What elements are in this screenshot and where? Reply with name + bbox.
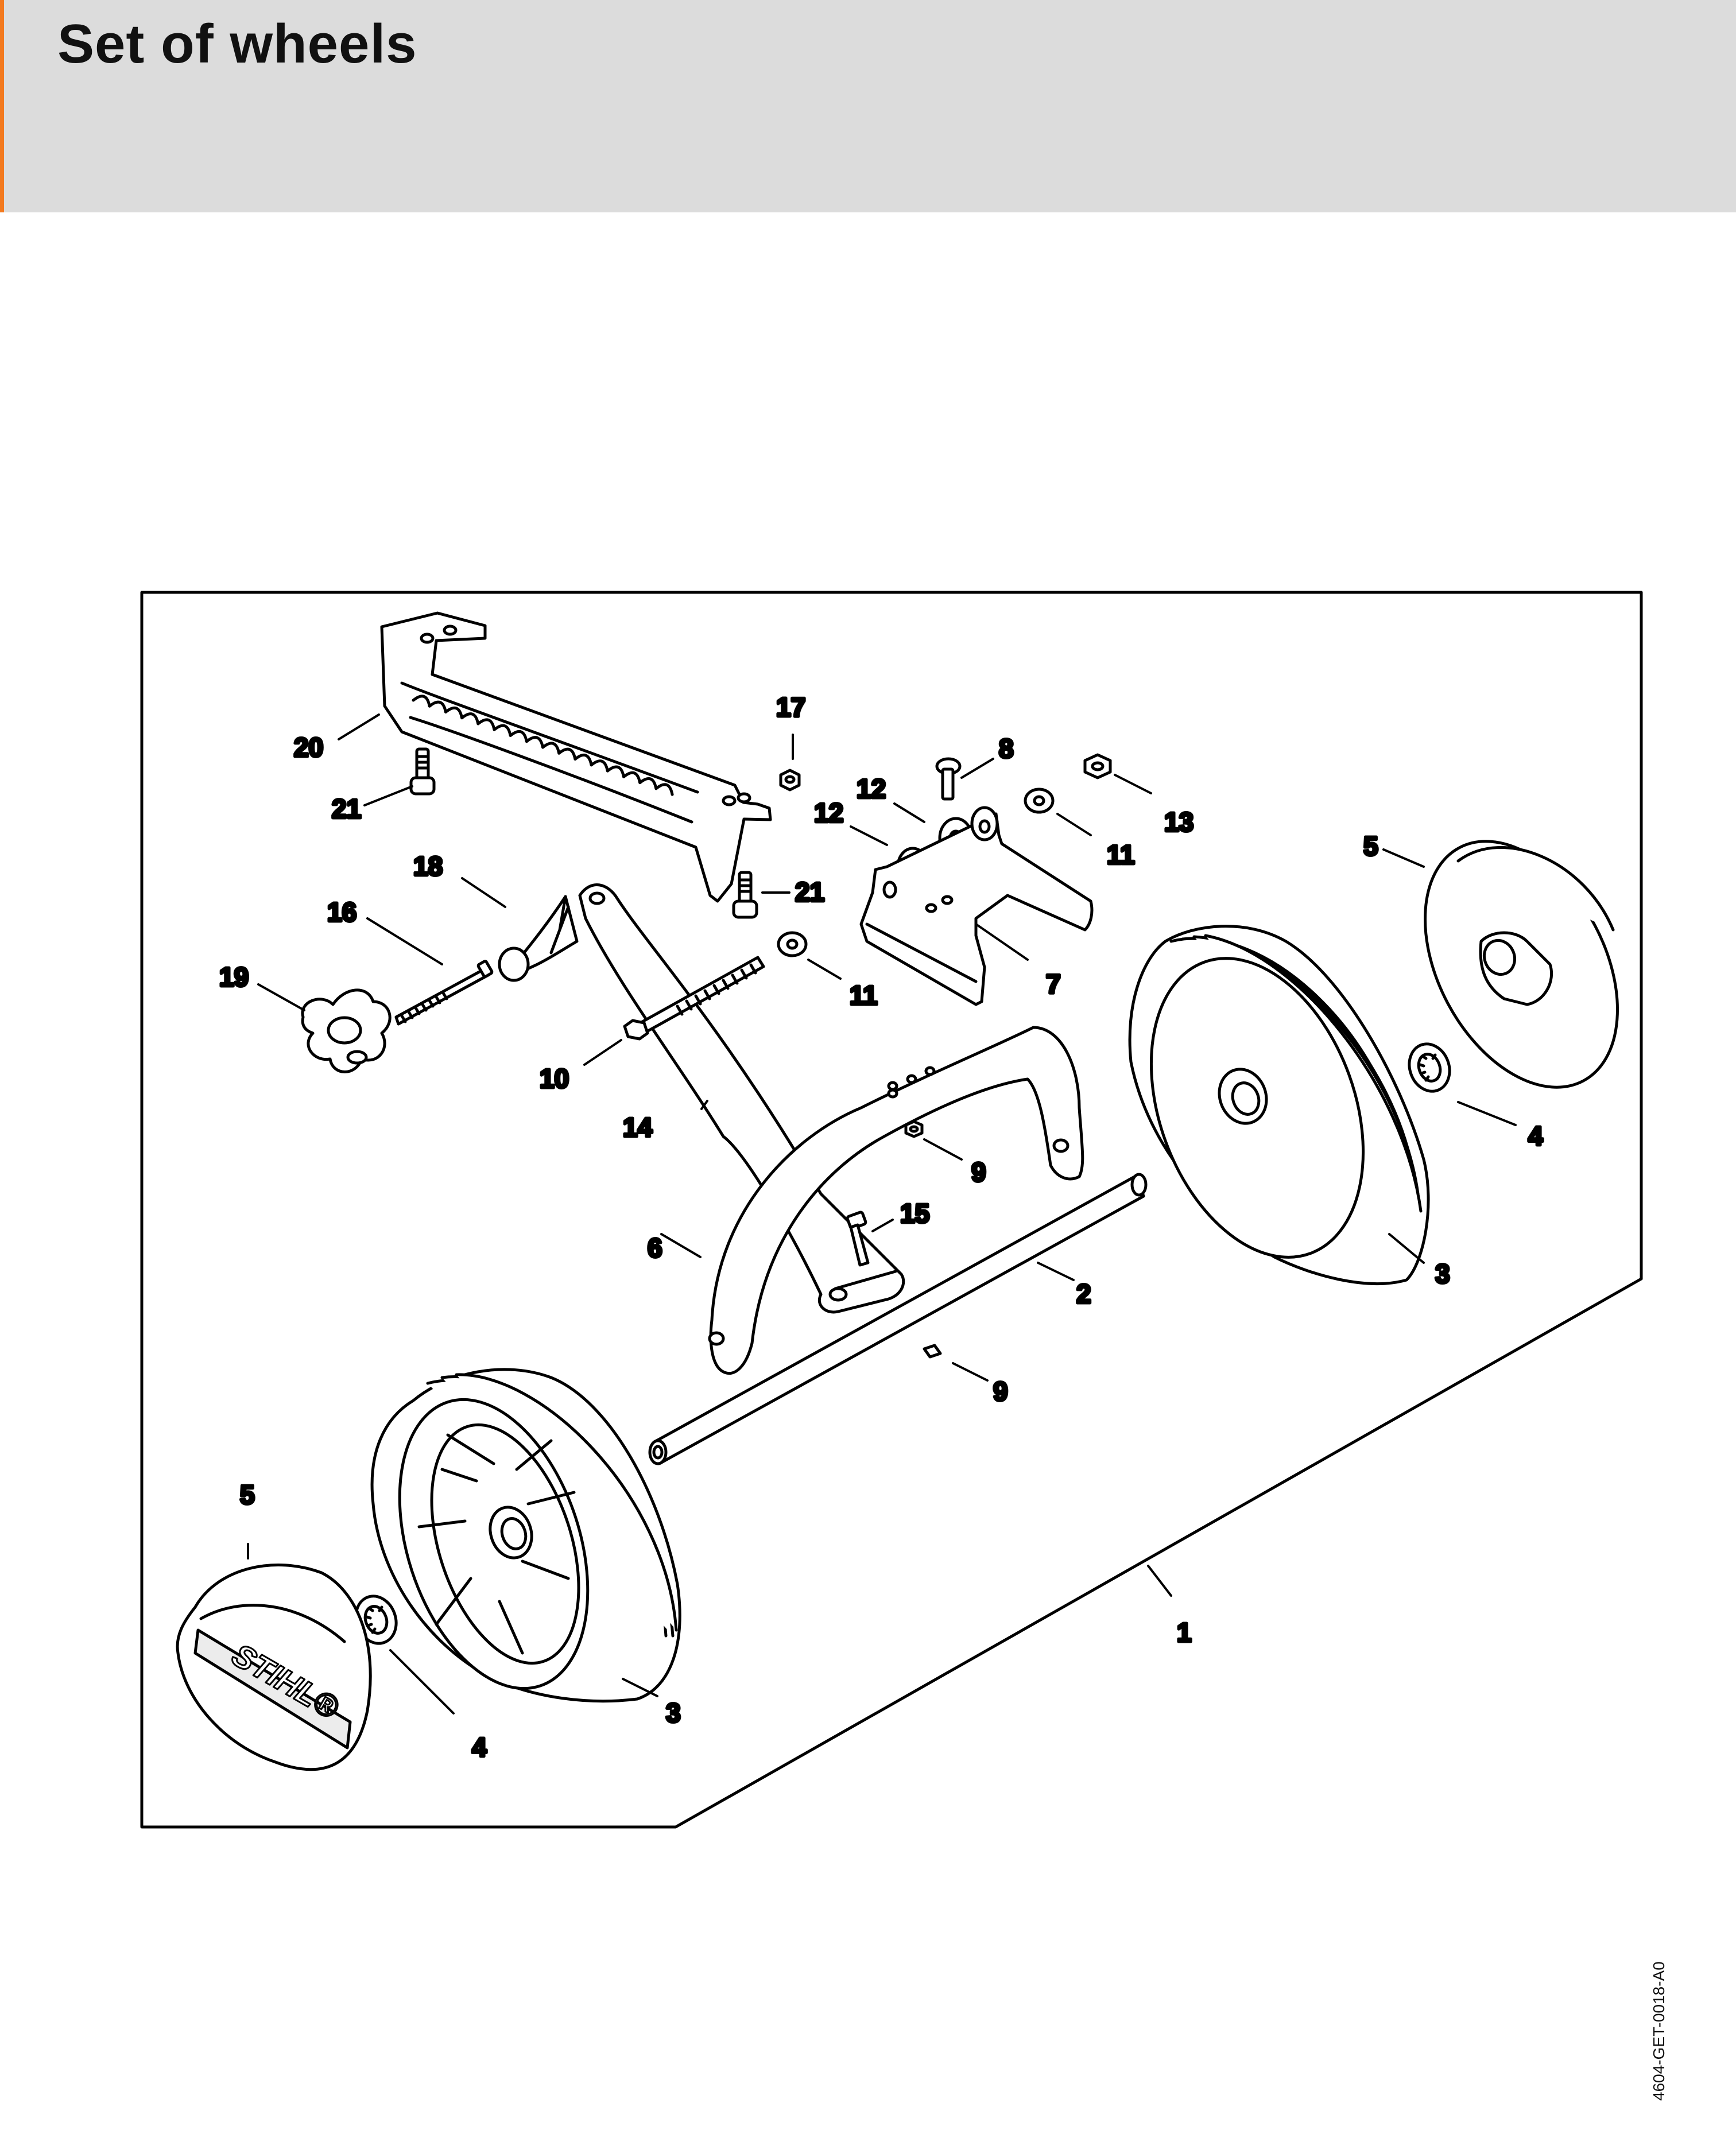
callout-16: 16	[327, 897, 356, 927]
part-wheel-3-right	[1128, 925, 1430, 1285]
callout-8: 8	[999, 734, 1014, 763]
callout-4-right: 4	[1528, 1121, 1543, 1151]
header-bar	[0, 0, 1736, 212]
callout-5-left: 5	[240, 1480, 255, 1510]
part-adjuster-rail	[380, 611, 772, 903]
header-accent-stripe	[0, 0, 4, 212]
callout-11-lower: 11	[850, 980, 878, 1010]
part-retaining-ring-4-right	[1408, 1042, 1451, 1093]
part-screw-21-right	[732, 871, 758, 919]
part-threaded-pin-16	[394, 960, 494, 1026]
part-bolt-8	[935, 757, 962, 801]
part-hub-cap-5-left: STIHL®	[176, 1564, 372, 1771]
callout-14: 14	[623, 1112, 653, 1142]
part-star-knob-19	[301, 988, 392, 1073]
drawing-code: 4604-GET-0018-A0	[1650, 1961, 1668, 2101]
callout-4-left: 4	[472, 1732, 487, 1762]
part-washer-11-upper	[1024, 788, 1055, 814]
part-long-bolt-10	[623, 956, 765, 1041]
callout-5-right: 5	[1363, 831, 1378, 861]
part-screw-21-left	[409, 747, 436, 796]
part-washer-11-lower	[777, 931, 808, 957]
callout-1: 1	[1177, 1617, 1192, 1647]
callout-10: 10	[540, 1064, 569, 1093]
callout-3-right: 3	[1435, 1259, 1450, 1289]
part-bracket-7	[859, 806, 1094, 1006]
callout-6: 6	[648, 1233, 662, 1263]
callout-18: 18	[413, 851, 443, 881]
callout-21-right: 21	[795, 877, 824, 907]
part-key-9-lower	[923, 1344, 942, 1359]
page-title: Set of wheels	[57, 13, 417, 75]
callout-15: 15	[900, 1198, 929, 1228]
callout-13: 13	[1164, 807, 1194, 837]
callout-20: 20	[294, 732, 323, 762]
part-nut-13	[1083, 753, 1112, 779]
part-nut-17	[779, 769, 801, 792]
callout-12-lower: 12	[814, 798, 843, 828]
part-nut-9-upper	[904, 1120, 924, 1138]
callout-7: 7	[1046, 969, 1061, 999]
callout-9-upper: 9	[971, 1157, 986, 1187]
part-cone-18	[498, 895, 579, 982]
callout-9-lower: 9	[993, 1376, 1008, 1406]
callout-19: 19	[219, 962, 249, 992]
leader-lines	[247, 713, 1517, 1714]
kit-boundary	[140, 591, 1643, 1829]
part-l-pin-15	[846, 1211, 870, 1267]
part-axle-2	[648, 1173, 1148, 1465]
callout-12-upper: 12	[857, 774, 886, 804]
callout-17: 17	[776, 692, 805, 722]
callout-3-left: 3	[666, 1698, 681, 1728]
part-wheel-3-left	[370, 1368, 681, 1703]
callout-11-upper: 11	[1107, 840, 1135, 870]
callout-2: 2	[1076, 1279, 1091, 1309]
callout-21-left: 21	[332, 794, 361, 824]
part-hoop-frame-6	[708, 1026, 1084, 1375]
part-push-arm-14	[578, 883, 905, 1314]
callout-labels: 1 2 3 3 4 4 5 5 6 7 8 9 9 10 11 11 12 12…	[218, 691, 1545, 1764]
part-hub-cap-5-right	[1424, 840, 1619, 1089]
